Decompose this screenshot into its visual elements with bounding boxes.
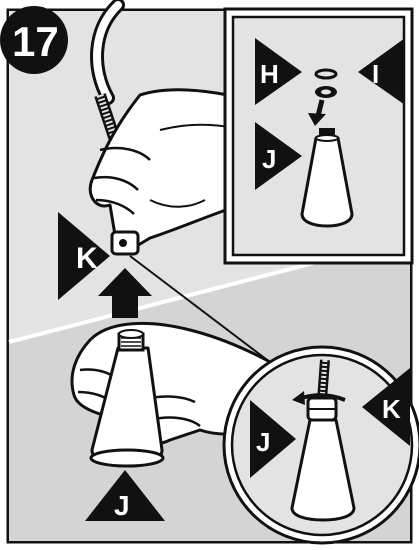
detail-circle: J K bbox=[224, 347, 419, 543]
step-number: 17 bbox=[12, 18, 59, 65]
inset-panel: H I J bbox=[225, 9, 412, 263]
label-h: H bbox=[260, 59, 279, 89]
step-badge: 17 bbox=[0, 6, 68, 74]
label-k-main-text: K bbox=[76, 242, 98, 275]
hose-nut bbox=[112, 232, 138, 254]
label-i: I bbox=[372, 59, 379, 89]
label-j-inset: J bbox=[262, 144, 276, 174]
label-j-bottom-text: J bbox=[114, 490, 130, 521]
label-k-circle: K bbox=[382, 394, 401, 424]
label-j-circle: J bbox=[256, 427, 270, 457]
